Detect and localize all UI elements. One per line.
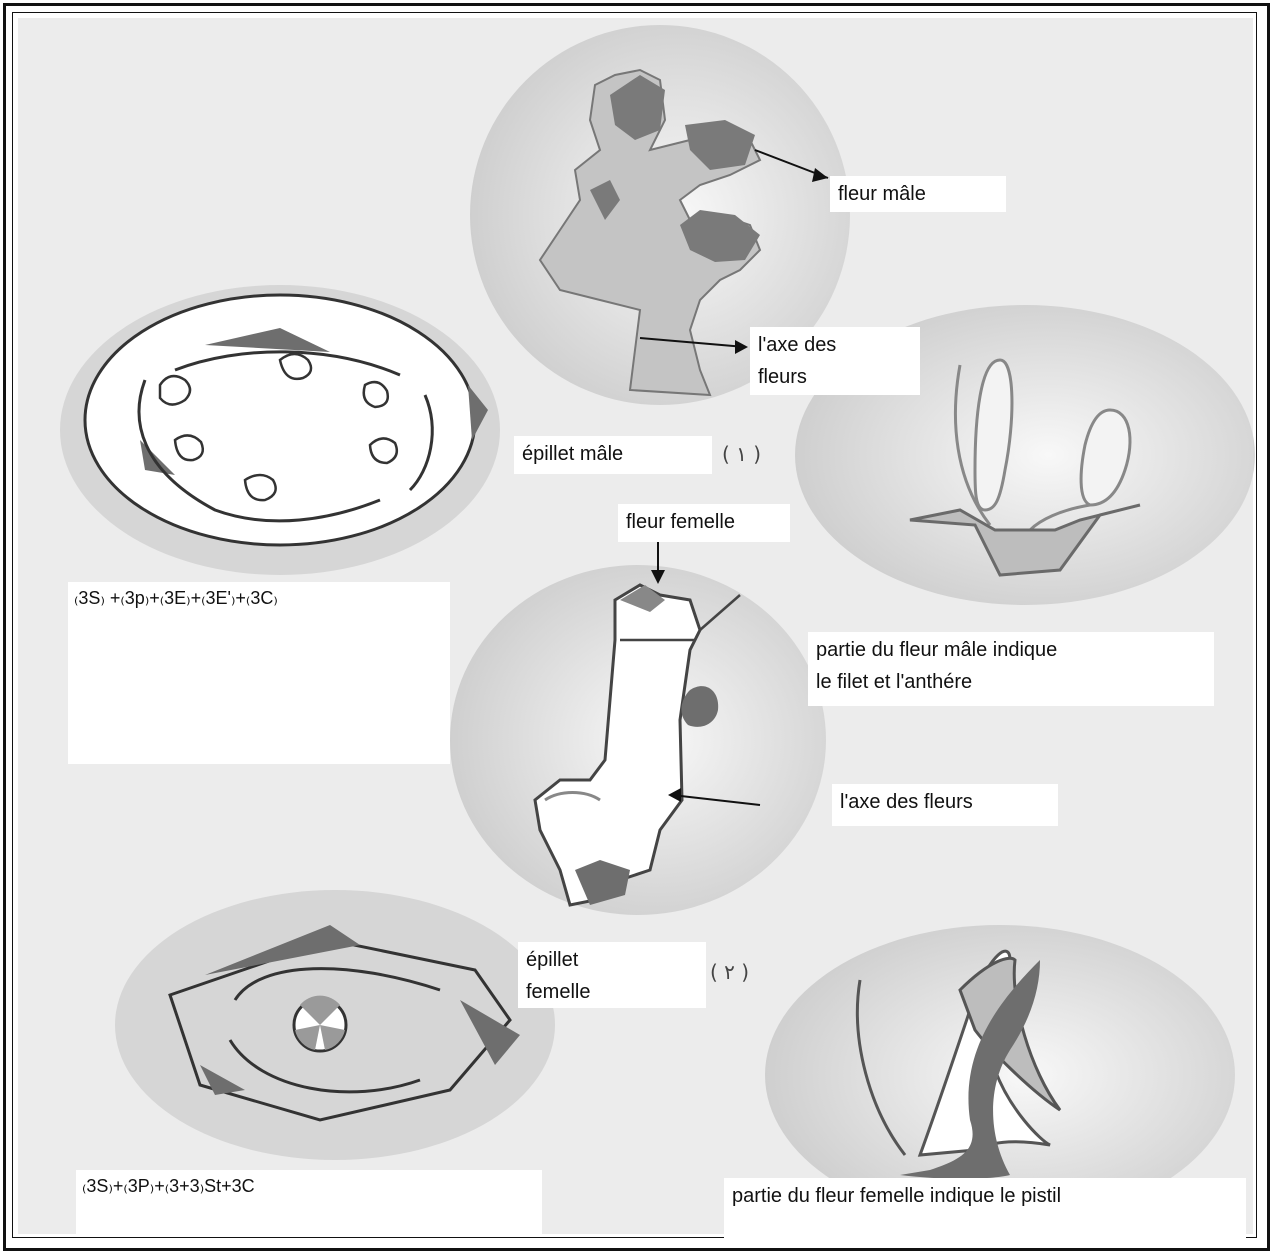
female-floral-diagram	[115, 890, 555, 1160]
label-partie-fleur-femelle: partie du fleur femelle indique le pisti…	[724, 1178, 1246, 1238]
formula-male: ₍3S₎ +₍3p₎+₍3E₎+₍3E'₎+₍3C₎	[68, 582, 450, 764]
female-spikelet-drawing	[450, 535, 826, 915]
label-fleur-male: fleur mâle	[830, 176, 1006, 212]
label-epillet-male: épillet mâle	[514, 436, 712, 474]
label-epillet-femelle: épillet femelle	[518, 942, 706, 1008]
formula-female: ₍3S₎+₍3P₎+₍3+3₎St+3C	[76, 1170, 542, 1234]
label-partie-fleur-male: partie du fleur mâle indique le filet et…	[808, 632, 1214, 706]
label-axe-des-fleurs-2: l'axe des fleurs	[832, 784, 1058, 826]
label-fleur-femelle: fleur femelle	[618, 504, 790, 542]
male-floral-diagram	[60, 285, 500, 575]
label-number-1: ( ١ )	[722, 442, 761, 466]
label-axe-des-fleurs-1: l'axe des fleurs	[750, 327, 920, 395]
label-number-2: ( ٢ )	[710, 960, 749, 984]
